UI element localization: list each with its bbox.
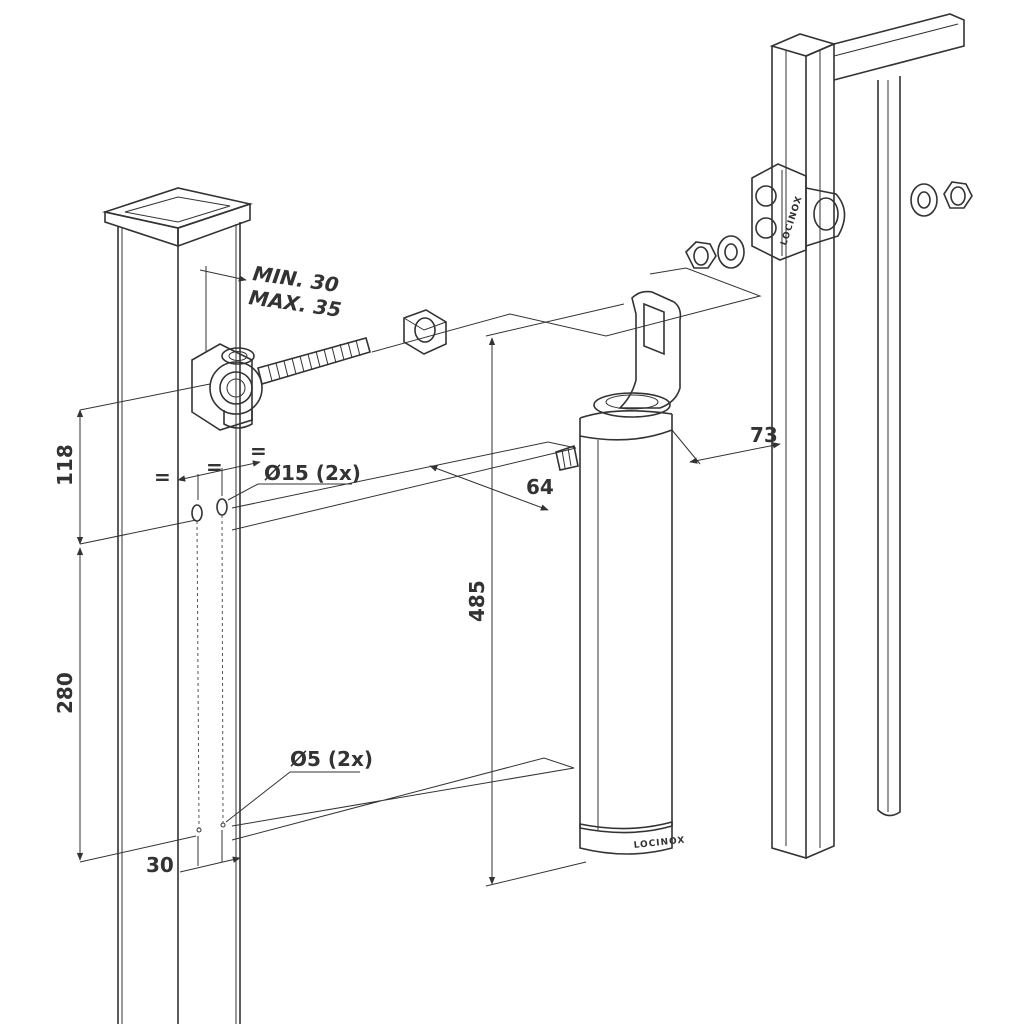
threaded-rod: [257, 337, 371, 386]
dim-equal-spacing: = = =: [154, 439, 267, 500]
gate-frame: [769, 13, 965, 860]
gate-hinge-bracket: [751, 163, 846, 261]
label-73: 73: [750, 423, 778, 447]
gate-closer: [555, 290, 682, 855]
washer-left: [717, 235, 745, 269]
hole-5-right: [220, 822, 226, 828]
dim-485: 485: [465, 303, 625, 887]
equal-c: =: [250, 439, 267, 463]
brand-bottom: LOCINOX: [633, 836, 686, 851]
brand-hinge: LOCINOX: [779, 195, 805, 247]
callout-hole-5: Ø5 (2x): [225, 747, 373, 823]
equal-a: =: [154, 465, 171, 489]
label-280: 280: [53, 672, 77, 714]
label-30: 30: [146, 853, 174, 877]
guide-lines: [231, 267, 762, 841]
dim-118: 118: [53, 383, 211, 545]
label-hole-5: Ø5 (2x): [290, 747, 373, 771]
washer-right: [910, 183, 938, 217]
hole-15-left: [191, 504, 203, 522]
hex-nut-right: [943, 181, 973, 209]
label-485: 485: [465, 580, 489, 622]
dim-73: 73: [671, 423, 781, 465]
dim-min-max: MIN. 30 MAX. 35: [199, 261, 343, 352]
hole-15-right: [216, 498, 228, 516]
post-hinge-bracket: [191, 343, 263, 431]
label-118: 118: [53, 444, 77, 486]
callout-hole-15: Ø15 (2x): [227, 461, 361, 501]
hex-nut-left: [685, 241, 717, 269]
hole-5-left: [196, 827, 202, 833]
dim-280: 280: [53, 547, 197, 863]
label-hole-15: Ø15 (2x): [264, 461, 361, 485]
dim-30: 30: [146, 830, 241, 877]
dim-64: 64: [429, 465, 554, 511]
label-64: 64: [526, 475, 554, 499]
square-nut: [403, 309, 447, 355]
left-post: [101, 187, 253, 1024]
equal-b: =: [206, 455, 223, 479]
